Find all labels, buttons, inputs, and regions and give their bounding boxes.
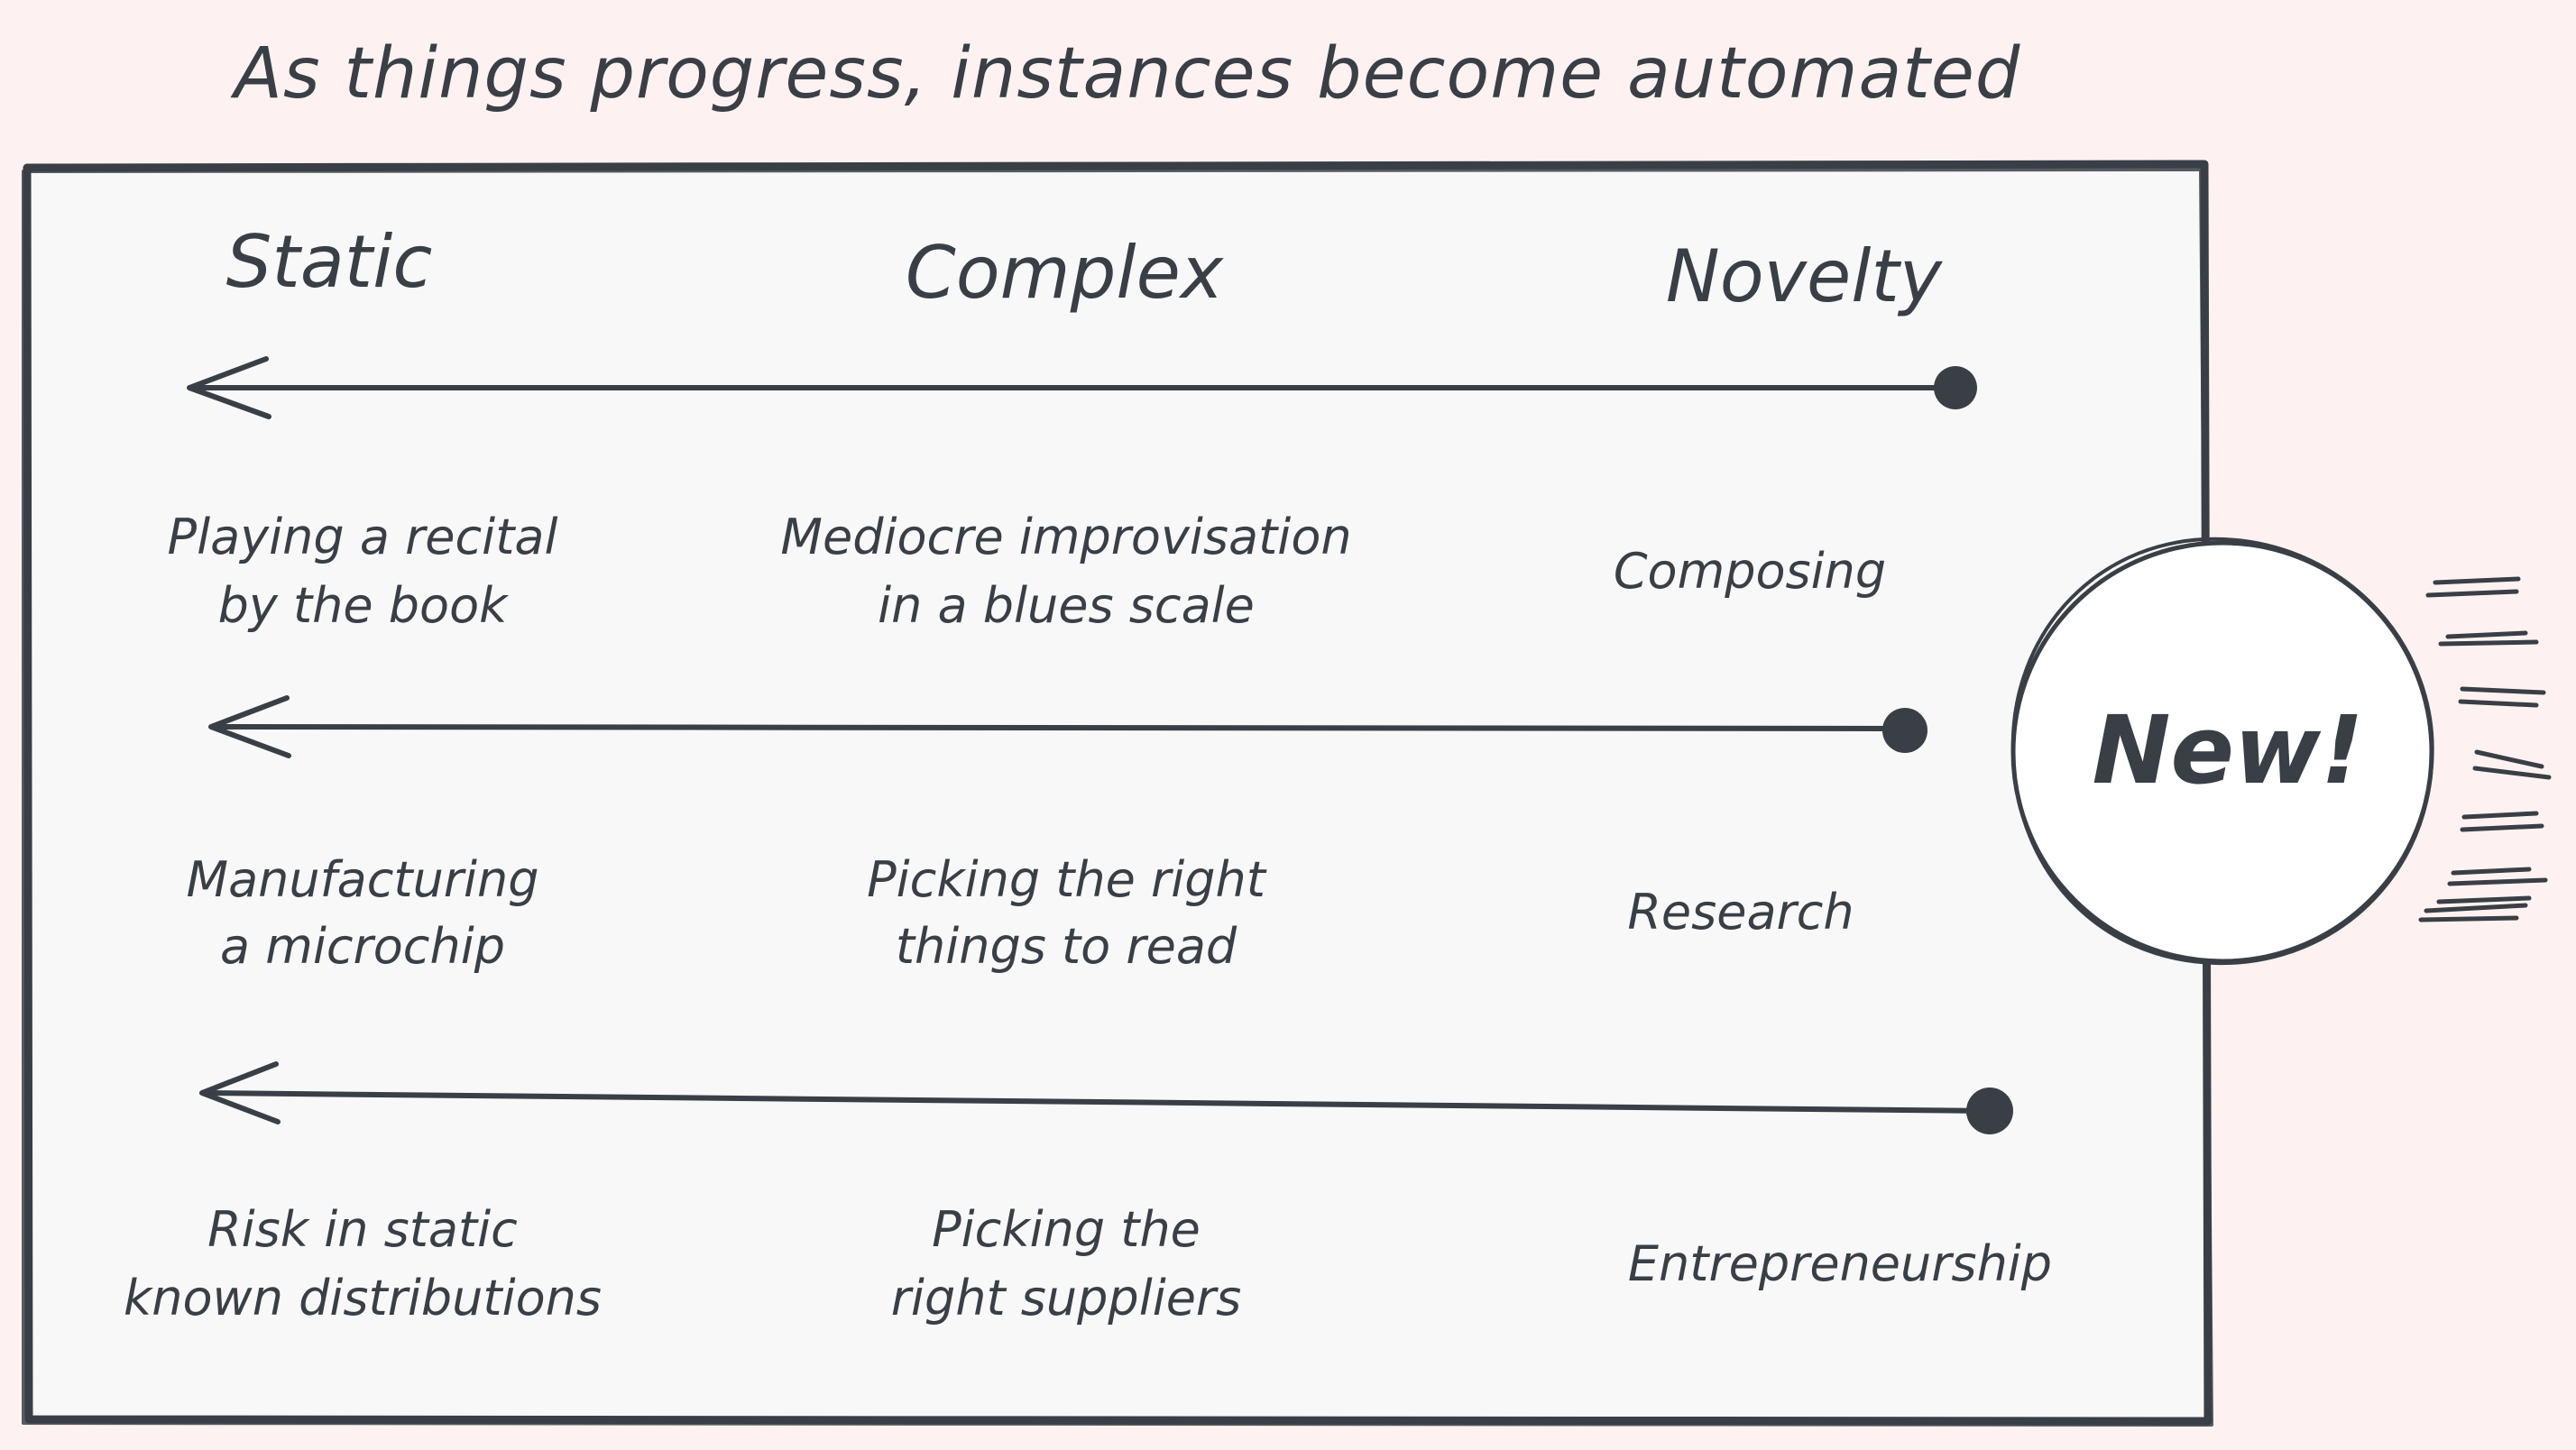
new-badge-label: New! (2092, 695, 2363, 805)
row-2-complex-line-2: things to read (896, 918, 1237, 975)
row-2: Manufacturing a microchip Picking the ri… (186, 851, 1854, 975)
column-header-static: Static (226, 220, 433, 304)
row-3: Risk in static known distributions Picki… (124, 1201, 2052, 1326)
progress-arrow-3 (199, 1061, 2013, 1134)
row-1-complex-line-1: Mediocre improvisation (780, 509, 1351, 565)
row-2-static-line-1: Manufacturing (186, 851, 538, 908)
row-1-static-line-1: Playing a recital (168, 509, 558, 565)
progress-arrow-2 (208, 695, 1927, 758)
row-2-novelty: Research (1627, 884, 1854, 941)
row-1: Playing a recital by the book Mediocre i… (168, 509, 1887, 634)
row-3-complex-line-1: Picking the (932, 1201, 1201, 1258)
row-2-static-line-2: a microchip (220, 918, 505, 975)
row-3-complex-line-2: right suppliers (891, 1270, 1242, 1326)
progress-arrow-1 (187, 356, 1977, 419)
row-1-novelty: Composing (1614, 543, 1886, 600)
row-1-static-line-2: by the book (218, 577, 511, 634)
row-1-complex-line-2: in a blues scale (878, 577, 1255, 634)
motion-lines (2418, 576, 2552, 922)
diagram-title: As things progress, instances become aut… (230, 33, 2021, 115)
column-header-complex: Complex (906, 231, 1225, 315)
row-3-static-line-2: known distributions (124, 1270, 602, 1326)
row-3-novelty: Entrepreneurship (1628, 1235, 2052, 1292)
panel (22, 160, 2213, 1427)
row-3-static-line-1: Risk in static (207, 1201, 518, 1258)
row-2-complex-line-1: Picking the right (867, 851, 1267, 908)
new-badge: New! (2010, 537, 2434, 966)
column-header-novelty: Novelty (1666, 234, 1944, 318)
